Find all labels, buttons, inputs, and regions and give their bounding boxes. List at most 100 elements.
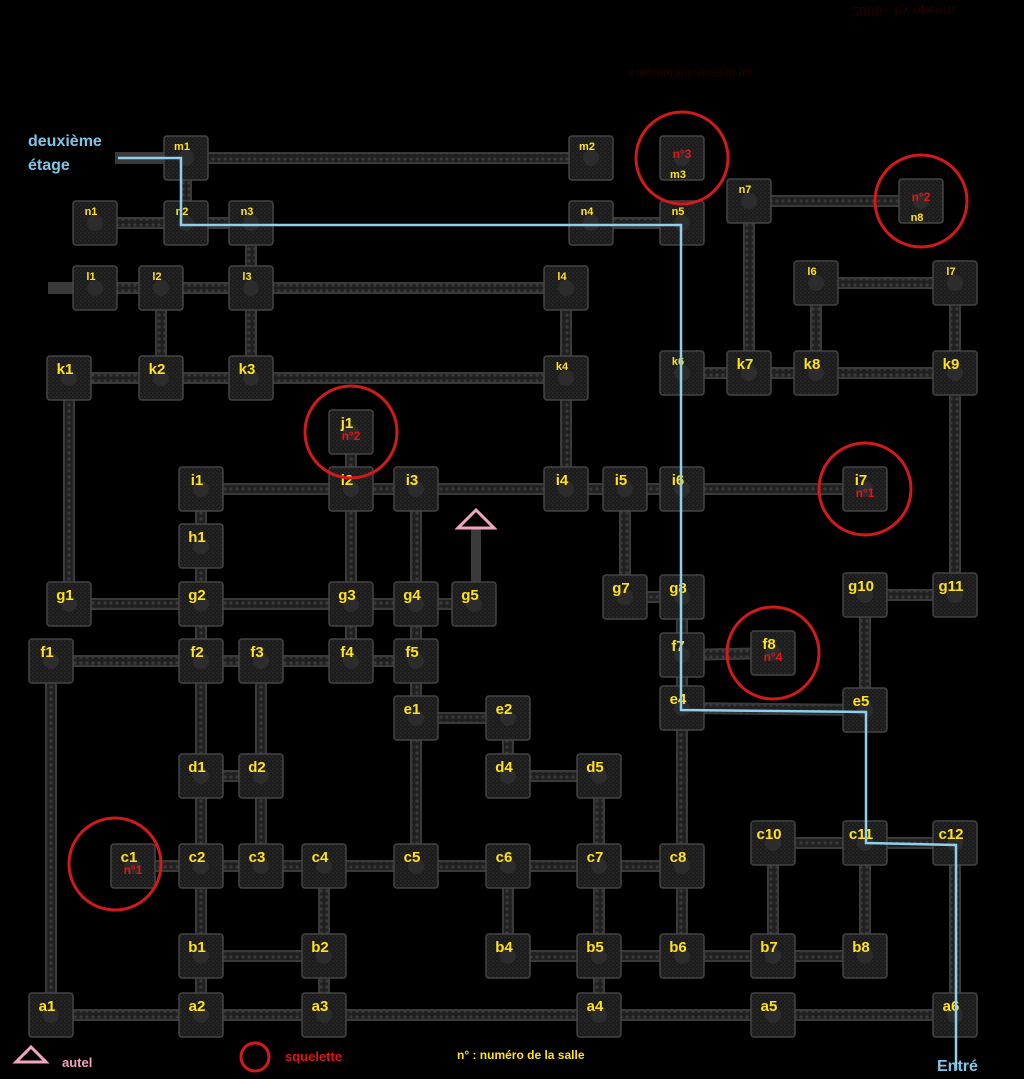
legend-room-number: n° : numéro de la salle xyxy=(457,1048,585,1062)
room-i5[interactable]: i5 xyxy=(602,466,648,512)
skeleton-circle-m3 xyxy=(634,110,730,206)
room-i4[interactable]: i4 xyxy=(543,466,589,512)
room-g3[interactable]: g3 xyxy=(328,581,374,627)
room-b1[interactable]: b1 xyxy=(178,933,224,979)
room-a5[interactable]: a5 xyxy=(750,992,796,1038)
room-g5[interactable]: g5 xyxy=(451,581,497,627)
room-number-note: n°1 xyxy=(124,863,143,877)
room-center xyxy=(674,215,690,231)
room-n2[interactable]: n2 xyxy=(163,200,209,246)
room-center xyxy=(43,1007,59,1023)
room-label: k8 xyxy=(804,356,821,373)
room-h1[interactable]: h1 xyxy=(178,523,224,569)
room-g4[interactable]: g4 xyxy=(393,581,439,627)
room-n1[interactable]: n1 xyxy=(72,200,118,246)
room-k9[interactable]: k9 xyxy=(932,350,978,396)
room-c2[interactable]: c2 xyxy=(178,843,224,889)
room-a2[interactable]: a2 xyxy=(178,992,224,1038)
room-d4[interactable]: d4 xyxy=(485,753,531,799)
room-e5[interactable]: e5 xyxy=(842,687,888,733)
room-b2[interactable]: b2 xyxy=(301,933,347,979)
room-label: i6 xyxy=(672,472,685,489)
room-a4[interactable]: a4 xyxy=(576,992,622,1038)
room-e1[interactable]: e1 xyxy=(393,695,439,741)
room-k4[interactable]: k4 xyxy=(543,355,589,401)
room-n4[interactable]: n4 xyxy=(568,200,614,246)
room-k3[interactable]: k3 xyxy=(228,355,274,401)
room-c4[interactable]: c4 xyxy=(301,843,347,889)
corridor-tex-e4-e5 xyxy=(681,704,866,714)
room-l7[interactable]: l7 xyxy=(932,260,978,306)
room-b7[interactable]: b7 xyxy=(750,933,796,979)
skeleton-circle-n8 xyxy=(873,153,969,249)
legend-altar: autel xyxy=(62,1055,93,1070)
room-center xyxy=(193,768,209,784)
room-l1[interactable]: l1 xyxy=(72,265,118,311)
room-c5[interactable]: c5 xyxy=(393,843,439,889)
room-c3[interactable]: c3 xyxy=(238,843,284,889)
room-g10[interactable]: g10 xyxy=(842,572,888,618)
room-f2[interactable]: f2 xyxy=(178,638,224,684)
room-center xyxy=(558,481,574,497)
room-b5[interactable]: b5 xyxy=(576,933,622,979)
room-g2[interactable]: g2 xyxy=(178,581,224,627)
room-c12[interactable]: c12 xyxy=(932,820,978,866)
room-d1[interactable]: d1 xyxy=(178,753,224,799)
room-k1[interactable]: k1 xyxy=(46,355,92,401)
room-n3[interactable]: n3 xyxy=(228,200,274,246)
room-d5[interactable]: d5 xyxy=(576,753,622,799)
room-center xyxy=(316,948,332,964)
room-c6[interactable]: c6 xyxy=(485,843,531,889)
room-k2[interactable]: k2 xyxy=(138,355,184,401)
room-l2[interactable]: l2 xyxy=(138,265,184,311)
room-label: n7 xyxy=(739,184,752,196)
room-center xyxy=(765,835,781,851)
room-c10[interactable]: c10 xyxy=(750,820,796,866)
room-center xyxy=(558,280,574,296)
room-c7[interactable]: c7 xyxy=(576,843,622,889)
second-floor-label: deuxième étage xyxy=(28,133,102,174)
room-center xyxy=(808,275,824,291)
room-f4[interactable]: f4 xyxy=(328,638,374,684)
room-l6[interactable]: l6 xyxy=(793,260,839,306)
room-label: d2 xyxy=(248,759,266,776)
room-e2[interactable]: e2 xyxy=(485,695,531,741)
room-k8[interactable]: k8 xyxy=(793,350,839,396)
room-g11[interactable]: g11 xyxy=(932,572,978,618)
room-l3[interactable]: l3 xyxy=(228,265,274,311)
room-f1[interactable]: f1 xyxy=(28,638,74,684)
room-k7[interactable]: k7 xyxy=(726,350,772,396)
room-g1[interactable]: g1 xyxy=(46,581,92,627)
room-b8[interactable]: b8 xyxy=(842,933,888,979)
room-i7[interactable]: i7n°1 xyxy=(842,466,888,512)
room-b4[interactable]: b4 xyxy=(485,933,531,979)
room-f8[interactable]: f8n°4 xyxy=(750,630,796,676)
room-n7[interactable]: n7 xyxy=(726,178,772,224)
room-m2[interactable]: m2 xyxy=(568,135,614,181)
room-i3[interactable]: i3 xyxy=(393,466,439,512)
room-label: b2 xyxy=(311,939,329,956)
room-l4[interactable]: l4 xyxy=(543,265,589,311)
room-a1[interactable]: a1 xyxy=(28,992,74,1038)
room-g7[interactable]: g7 xyxy=(602,574,648,620)
room-n8[interactable]: n8n°2 xyxy=(898,178,944,224)
room-c8[interactable]: c8 xyxy=(659,843,705,889)
route-line xyxy=(118,156,958,1070)
room-b6[interactable]: b6 xyxy=(659,933,705,979)
room-center xyxy=(243,370,259,386)
room-f3[interactable]: f3 xyxy=(238,638,284,684)
room-c1[interactable]: c1n°1 xyxy=(110,843,156,889)
room-m3[interactable]: m3n°3 xyxy=(659,135,705,181)
room-center xyxy=(500,948,516,964)
room-a3[interactable]: a3 xyxy=(301,992,347,1038)
room-label: c5 xyxy=(404,849,421,866)
room-center xyxy=(343,653,359,669)
room-d2[interactable]: d2 xyxy=(238,753,284,799)
room-i1[interactable]: i1 xyxy=(178,466,224,512)
room-label: k1 xyxy=(57,361,74,378)
room-label: b5 xyxy=(586,939,604,956)
room-j1[interactable]: j1n°2 xyxy=(328,409,374,455)
room-f5[interactable]: f5 xyxy=(393,638,439,684)
room-i2[interactable]: i2 xyxy=(328,466,374,512)
room-center xyxy=(674,858,690,874)
